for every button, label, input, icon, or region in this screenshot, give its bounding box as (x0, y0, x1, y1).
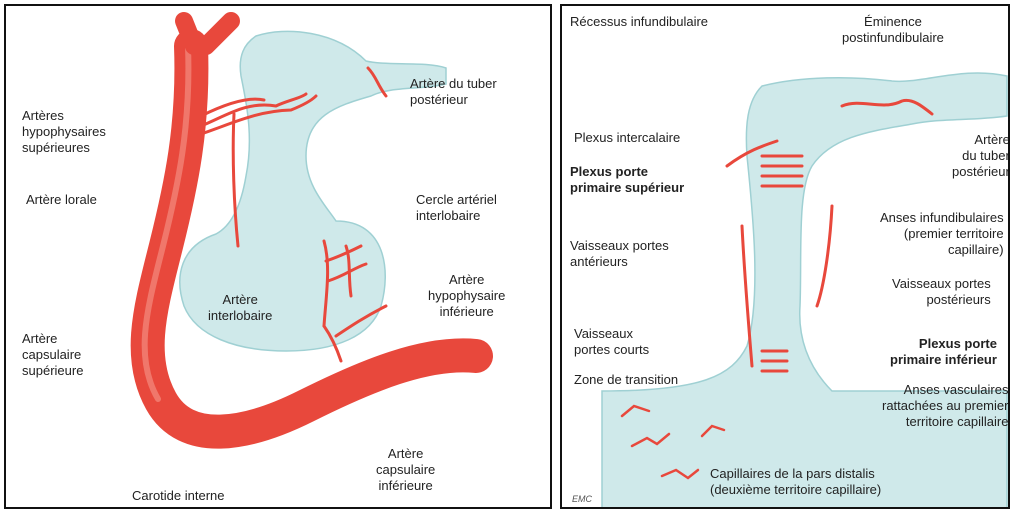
label-infundibular-recess: Récessus infundibulaire (570, 14, 708, 30)
label-loral: Artère lorale (26, 192, 97, 208)
label-distalis-capillaries: Capillaires de la pars distalis(deuxième… (710, 466, 881, 498)
carotid-branch-left (184, 21, 194, 46)
label-intercalary-plexus: Plexus intercalaire (574, 130, 680, 146)
signature: EMC (572, 494, 592, 504)
label-infundibular-loops: Anses infundibulaires(premier territoire… (880, 210, 1004, 258)
label-transition-zone: Zone de transition (574, 372, 678, 388)
carotid-branch-right (206, 21, 231, 46)
label-internal-carotid: Carotide interne (132, 488, 225, 504)
